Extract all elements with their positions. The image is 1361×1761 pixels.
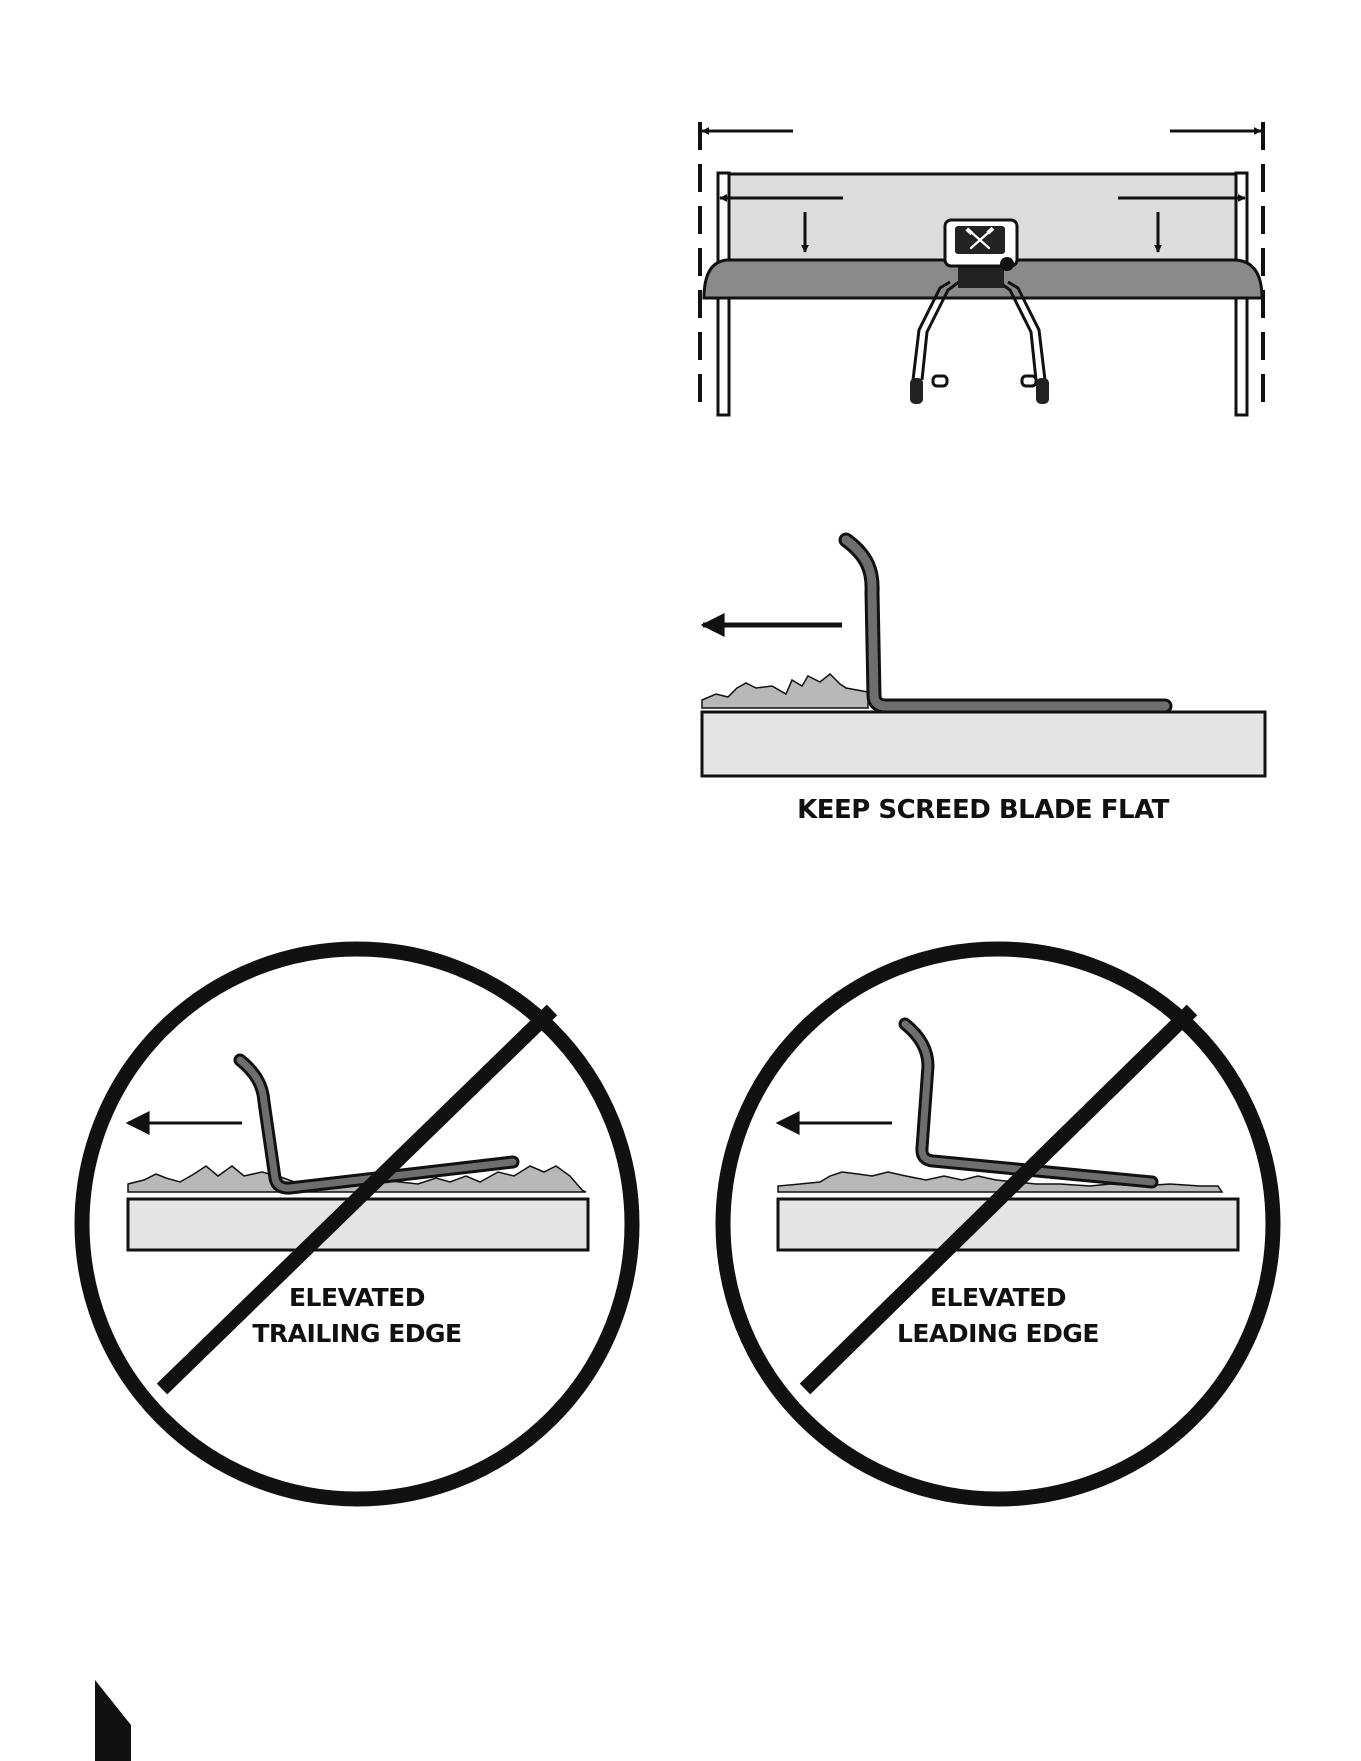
screed-blade-flat xyxy=(846,540,1165,706)
leading-caption-line1: ELEVATED xyxy=(930,1283,1066,1312)
concrete-slab xyxy=(778,1199,1238,1250)
screed-top-view xyxy=(700,122,1263,415)
correct-flat-blade-figure: KEEP SCREED BLADE FLAT xyxy=(702,540,1265,825)
concrete-aggregate xyxy=(702,674,868,708)
correct-caption: KEEP SCREED BLADE FLAT xyxy=(797,795,1170,825)
trailing-caption-line2: TRAILING EDGE xyxy=(252,1319,461,1348)
leading-caption-line2: LEADING EDGE xyxy=(897,1319,1099,1348)
elevated-trailing-edge-figure: ELEVATED TRAILING EDGE xyxy=(82,949,632,1499)
page-corner-tab xyxy=(95,1680,131,1761)
trailing-caption-line1: ELEVATED xyxy=(289,1283,425,1312)
elevated-leading-edge-figure: ELEVATED LEADING EDGE xyxy=(723,949,1273,1499)
concrete-slab xyxy=(702,712,1265,776)
left-grip xyxy=(910,378,923,404)
right-grip xyxy=(1036,378,1049,404)
